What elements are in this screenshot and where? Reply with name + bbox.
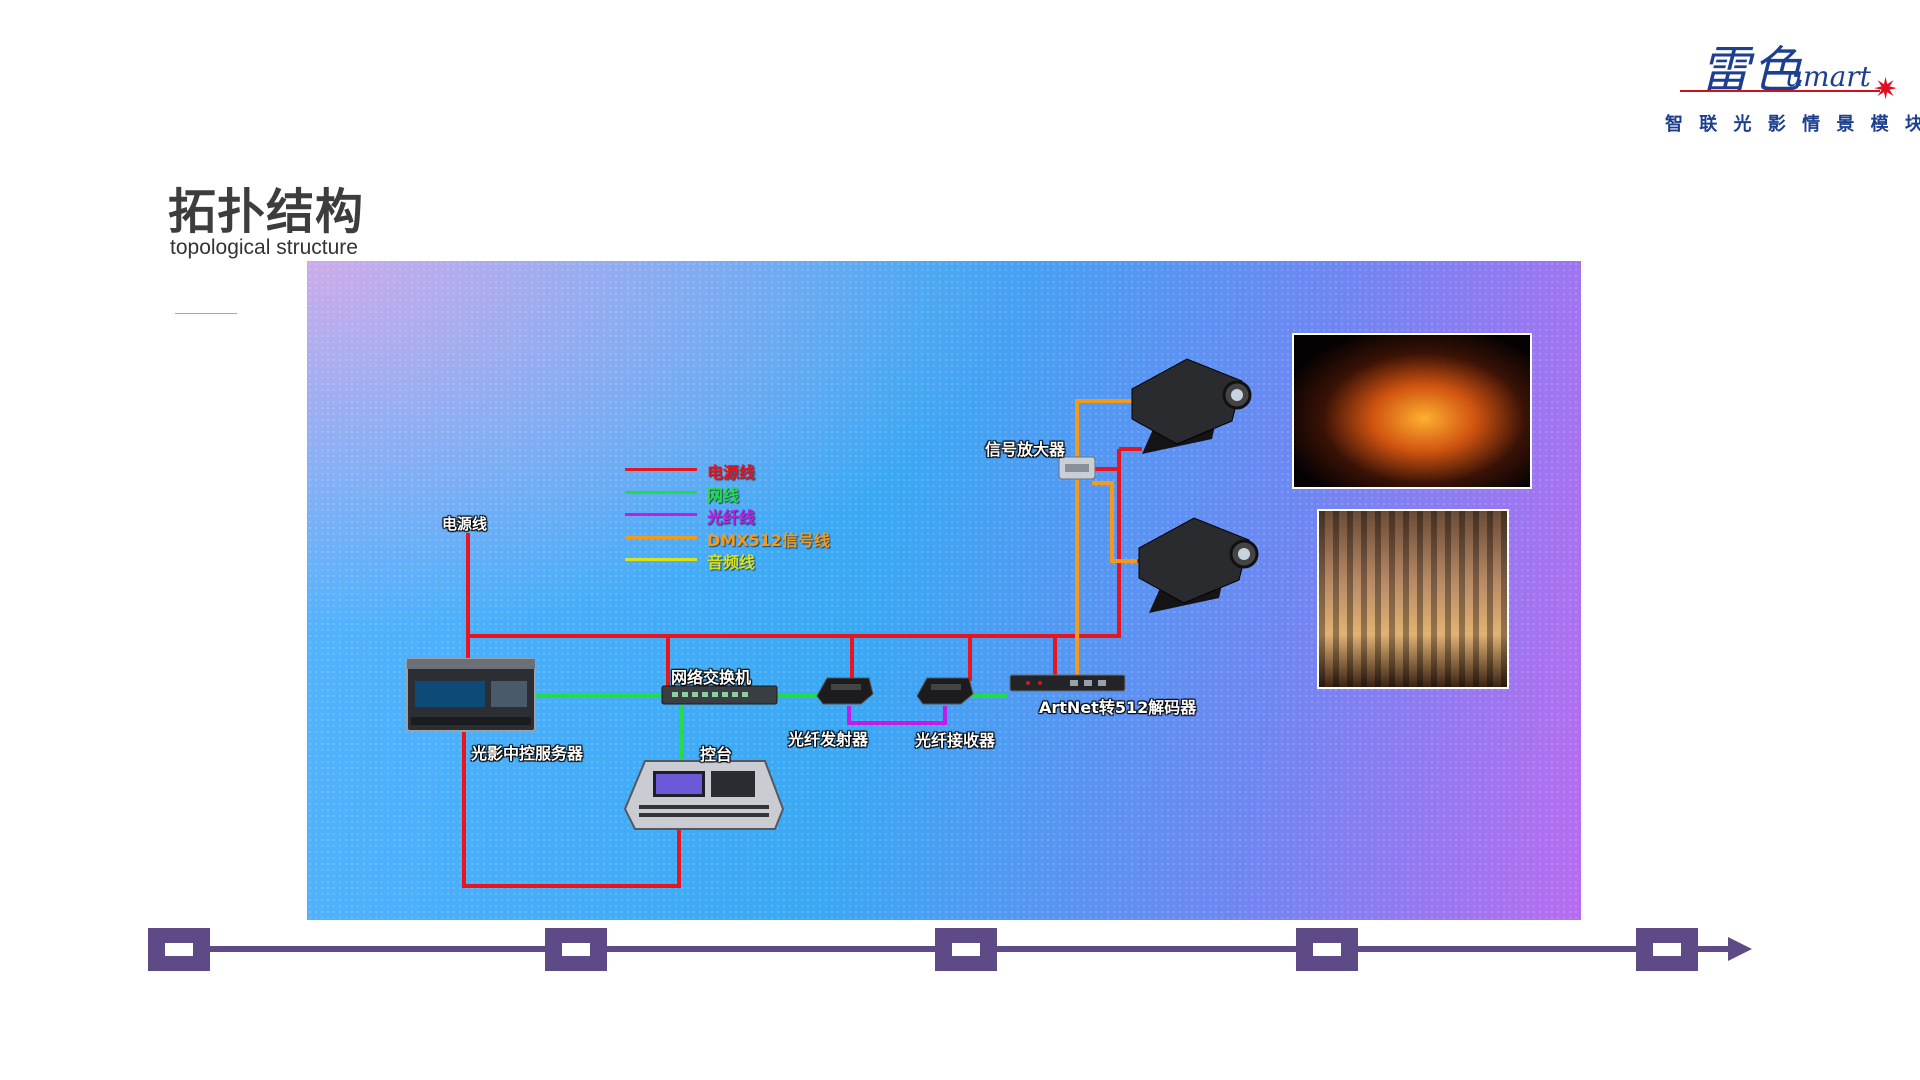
artnet-decoder-device bbox=[1009, 674, 1126, 692]
legend-swatch-audio bbox=[625, 558, 697, 561]
title-divider bbox=[175, 313, 237, 314]
logo-underline bbox=[1680, 90, 1880, 92]
power-line-console-loop bbox=[462, 721, 681, 888]
timeline-node-3 bbox=[935, 928, 997, 971]
fiber-transmitter-label: 光纤发射器 bbox=[788, 730, 869, 749]
legend-label-dmx: DMX512信号线 bbox=[707, 531, 830, 550]
brand-logo: 雷色 umart ✷ 智 联 光 影 情 景 模 块 化 bbox=[1655, 30, 1920, 145]
power-lines bbox=[462, 447, 1142, 888]
signal-amplifier-label: 信号放大器 bbox=[985, 440, 1066, 459]
fiber-line bbox=[847, 706, 947, 725]
legend-swatch-fiber bbox=[625, 513, 697, 516]
legend-label-fiber: 光纤线 bbox=[707, 508, 756, 527]
media-server-label: 光影中控服务器 bbox=[471, 744, 584, 763]
legend-swatch-power bbox=[625, 468, 697, 471]
dmx-line-amp-proj2 bbox=[1092, 481, 1137, 563]
page-subtitle: topological structure bbox=[170, 236, 358, 259]
power-line-main-bus bbox=[468, 449, 1121, 638]
topology-diagram: 电源线 网线 光纤线 DMX512信号线 音频线 电源线 信号放大器 网络交换机… bbox=[307, 261, 1581, 920]
power-input-label: 电源线 bbox=[442, 515, 488, 533]
logo-script-text: 雷色 bbox=[1700, 41, 1804, 99]
signal-amplifier-device bbox=[1058, 456, 1096, 480]
projection-photo-pavilion bbox=[1292, 333, 1532, 489]
projector-2-device bbox=[1138, 517, 1259, 613]
fiber-receiver-label: 光纤接收器 bbox=[915, 731, 996, 750]
page-title: 拓扑结构 bbox=[168, 184, 365, 240]
legend-label-audio: 音频线 bbox=[707, 553, 756, 572]
console-label: 控台 bbox=[700, 745, 733, 764]
topology-wiring bbox=[406, 358, 1259, 888]
projection-photo-cathedral bbox=[1317, 509, 1509, 689]
legend-label-network: 网线 bbox=[707, 486, 740, 505]
lighting-console-device bbox=[623, 760, 785, 830]
timeline-arrow-icon bbox=[1728, 937, 1752, 961]
legend-swatch-network bbox=[625, 491, 697, 494]
dmx-lines bbox=[1075, 399, 1137, 675]
dmx-line-amp-proj1 bbox=[1075, 399, 1132, 461]
network-switch-device bbox=[661, 685, 778, 705]
logo-latin-text: umart bbox=[1785, 60, 1871, 93]
network-switch-label: 网络交换机 bbox=[671, 668, 752, 687]
artnet-decoder-label: ArtNet转512解码器 bbox=[1039, 698, 1197, 717]
timeline-node-2 bbox=[545, 928, 607, 971]
logo-star-icon: ✷ bbox=[1873, 72, 1899, 107]
timeline-node-1 bbox=[148, 928, 210, 971]
fiber-receiver-device bbox=[916, 677, 974, 705]
projector-1-device bbox=[1131, 358, 1252, 454]
logo-slogan: 智 联 光 影 情 景 模 块 化 bbox=[1665, 114, 1920, 135]
timeline-node-5 bbox=[1636, 928, 1698, 971]
legend-swatch-dmx bbox=[625, 536, 697, 539]
legend-label-power: 电源线 bbox=[707, 463, 756, 482]
media-server-device bbox=[406, 658, 536, 732]
timeline-node-4 bbox=[1296, 928, 1358, 971]
fiber-transmitter-device bbox=[816, 677, 874, 705]
